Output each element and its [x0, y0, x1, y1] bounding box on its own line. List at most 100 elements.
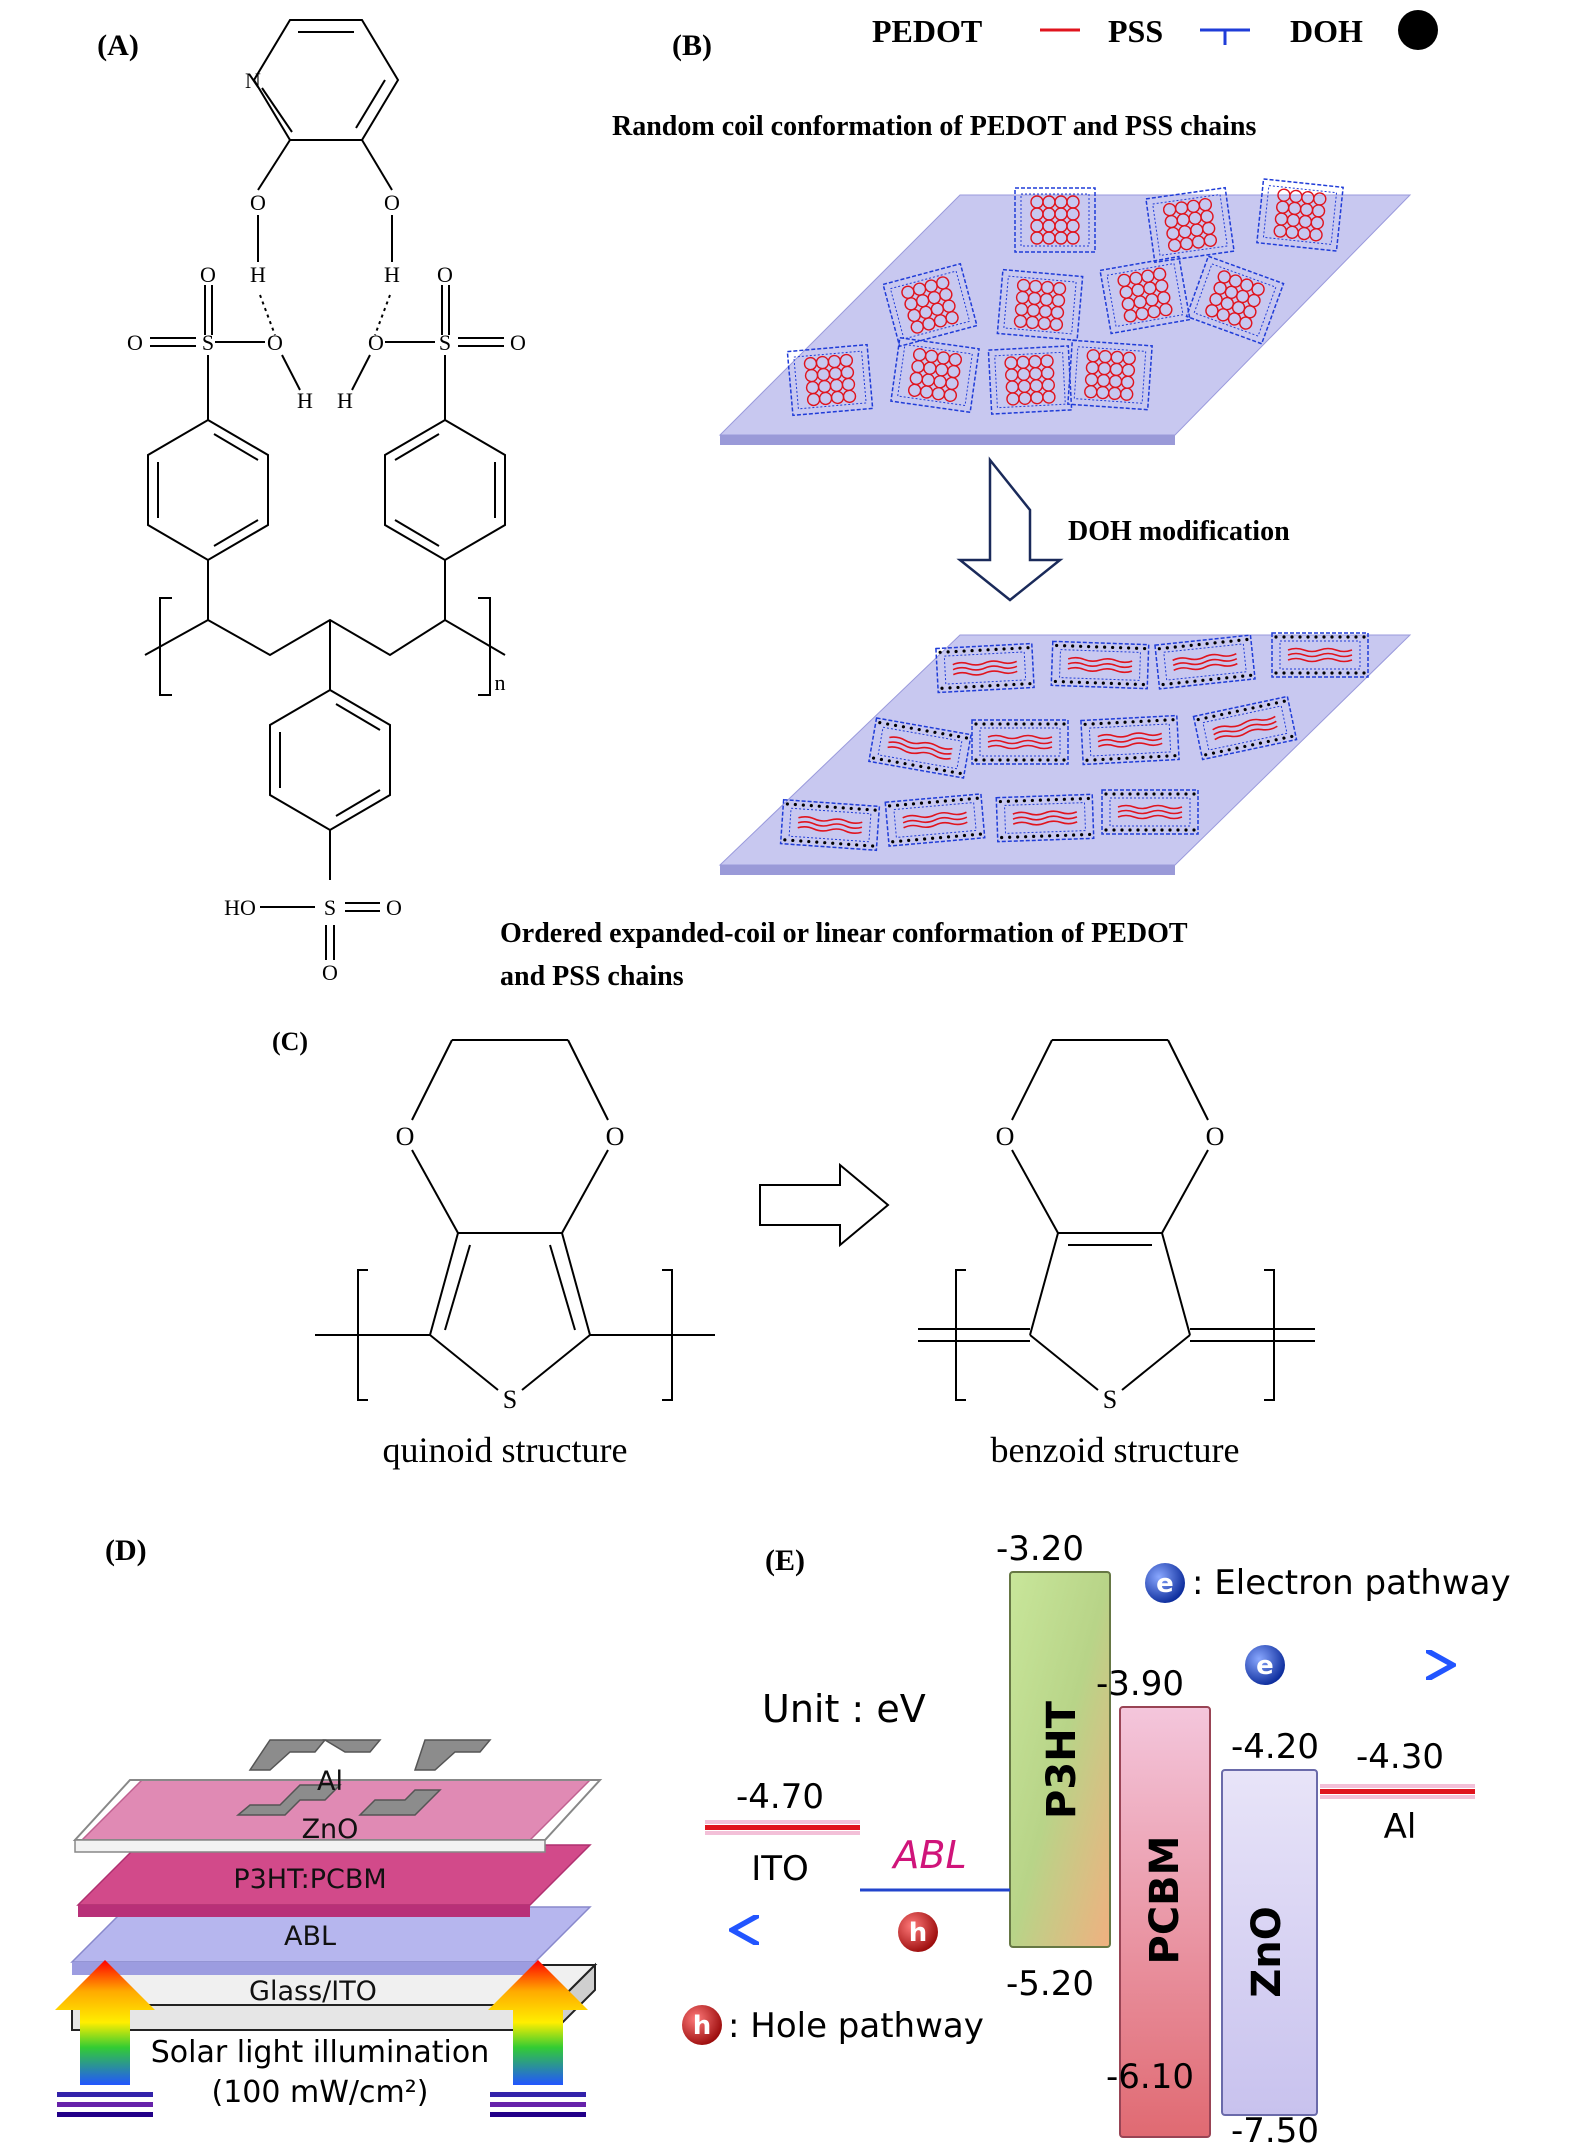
ito-level-name: ITO — [751, 1849, 809, 1889]
layer-al-substrate — [72, 1779, 603, 1853]
al-level-value: -4.30 — [1356, 1737, 1444, 1777]
atom-hydrogen: H — [250, 262, 266, 287]
linear-chain-domain — [1080, 714, 1180, 766]
panel-c-label: (C) — [272, 1027, 308, 1056]
legend: PEDOT PSS DOH — [872, 10, 1438, 50]
p3ht-band — [1009, 1571, 1111, 1948]
ito-level-value: -4.70 — [736, 1777, 824, 1817]
hole-ball-letter: h — [909, 1918, 928, 1948]
electron-ball-icon — [1245, 1645, 1285, 1685]
panel-a-atoms: (A) N O O H H O O S S O O O O H H n HO S… — [97, 29, 526, 985]
hole-symbol-icon — [682, 2005, 722, 2045]
linear-chain-domain — [971, 719, 1069, 765]
left-benzene-ring — [147, 418, 269, 562]
panel-d-label: (D) — [105, 1534, 147, 1567]
p3ht-lumo-value: -3.20 — [996, 1529, 1084, 1569]
atom-oxygen: O — [437, 262, 453, 287]
doh-modification-label: DOH modification — [1068, 516, 1290, 547]
pcbm-homo-label: -6.10 — [1106, 2057, 1194, 2097]
layer-abl — [70, 1906, 592, 1975]
atom-oxygen: O — [267, 330, 283, 355]
panel-d: (D) — [55, 1534, 603, 2117]
layer-label-glass-ito: Glass/ITO — [249, 1976, 377, 2007]
atom-oxygen: O — [250, 190, 266, 215]
panel-b-label: (B) — [672, 29, 712, 62]
pyridine-ring — [252, 19, 400, 141]
zno-lumo-value: -4.20 — [1231, 1727, 1319, 1767]
legend-pedot-label: PEDOT — [872, 13, 982, 49]
al-electrodes — [235, 1739, 492, 1816]
atom-hydrogen: H — [337, 388, 353, 413]
random-coil-domain — [882, 262, 978, 348]
panel-e-label: (E) — [765, 1544, 805, 1577]
atom-oxygen: O — [200, 262, 216, 287]
hole-symbol-letter: h — [693, 2011, 712, 2041]
atom-oxygen: O — [322, 960, 338, 985]
layer-label-zno: ZnO — [302, 1814, 359, 1845]
bottom-plate — [718, 632, 1412, 875]
doh-modification-arrow — [956, 456, 1064, 602]
pcbm-band — [1119, 1706, 1211, 2138]
zno-homo-value: -7.50 — [1231, 2111, 1319, 2150]
electron-pathway-legend: : Electron pathway — [1192, 1563, 1511, 1603]
transformation-arrow — [759, 1162, 890, 1248]
benzoid-oxygen: O — [1206, 1122, 1225, 1151]
bottom-plate-caption-line1: Ordered expanded-coil or linear conforma… — [500, 918, 1188, 949]
ito-level-line — [705, 1825, 860, 1830]
hole-pathway-legend: : Hole pathway — [728, 2006, 984, 2046]
atom-oxygen: O — [127, 330, 143, 355]
random-coil-domain — [1014, 187, 1096, 253]
atom-sulfur: S — [324, 895, 336, 920]
panel-e: (E) P3HT -3.20 -5.20 PCBM -3.90 ZnO -4.2… — [682, 1529, 1511, 2150]
linear-chain-domain — [1050, 640, 1150, 690]
zno-band — [1221, 1769, 1318, 2116]
layer-label-p3ht-pcbm: P3HT:PCBM — [233, 1864, 386, 1895]
zno-name: ZnO — [1244, 1906, 1290, 1997]
benzoid-sulfur: S — [1103, 1385, 1117, 1414]
right-benzene-ring — [384, 418, 506, 562]
quinoid-molecule — [315, 1039, 715, 1401]
al-level-name: Al — [1384, 1807, 1417, 1847]
pcbm-lumo-value: -3.90 — [1096, 1664, 1184, 1704]
benzoid-oxygen: O — [996, 1122, 1015, 1151]
linear-chain-domain — [1271, 632, 1369, 678]
atom-sulfur: S — [439, 330, 451, 355]
atom-oxygen: O — [510, 330, 526, 355]
unit-label: Unit : eV — [762, 1687, 926, 1731]
bottom-benzene-ring — [269, 688, 391, 832]
hole-ball-icon — [898, 1912, 938, 1952]
atom-oxygen: O — [368, 330, 384, 355]
top-plate-caption: Random coil conformation of PEDOT and PS… — [612, 111, 1256, 142]
legend-doh-label: DOH — [1290, 13, 1363, 49]
linear-chain-domain — [1101, 789, 1199, 835]
layer-label-abl: ABL — [284, 1921, 336, 1952]
panel-c: (C) O O S quinoid structure — [272, 1027, 1315, 1470]
benzoid-structure-name: benzoid structure — [991, 1430, 1240, 1470]
pcbm-name: PCBM — [1142, 1836, 1188, 1965]
quinoid-oxygen: O — [606, 1122, 625, 1151]
panel-a — [144, 19, 506, 960]
left-light-arrow — [55, 1960, 155, 2117]
layer-p3ht-pcbm — [76, 1844, 592, 1917]
panel-a-label: (A) — [97, 29, 139, 62]
atom-nitrogen: N — [245, 68, 261, 93]
benzoid-molecule — [918, 1039, 1315, 1401]
quinoid-structure-name: quinoid structure — [383, 1430, 628, 1470]
random-coil-domain — [1145, 186, 1235, 264]
atom-sulfur: S — [202, 330, 214, 355]
atom-hydrogen: H — [384, 262, 400, 287]
illumination-label-line1: Solar light illumination — [151, 2035, 489, 2070]
abl-label: ABL — [890, 1833, 966, 1877]
p3ht-name: P3HT — [1039, 1700, 1085, 1819]
quinoid-sulfur: S — [503, 1385, 517, 1414]
panel-b: (B) PEDOT PSS DOH Random coil conformati… — [500, 10, 1438, 992]
electron-ball-letter: e — [1256, 1651, 1274, 1681]
quinoid-oxygen: O — [396, 1122, 415, 1151]
right-light-arrow — [488, 1960, 588, 2117]
top-plate — [718, 178, 1412, 445]
atom-hydroxyl: HO — [224, 895, 256, 920]
electron-symbol-letter: e — [1156, 1569, 1174, 1599]
layer-label-al: Al — [317, 1766, 343, 1797]
linear-chain-domain — [995, 793, 1095, 843]
